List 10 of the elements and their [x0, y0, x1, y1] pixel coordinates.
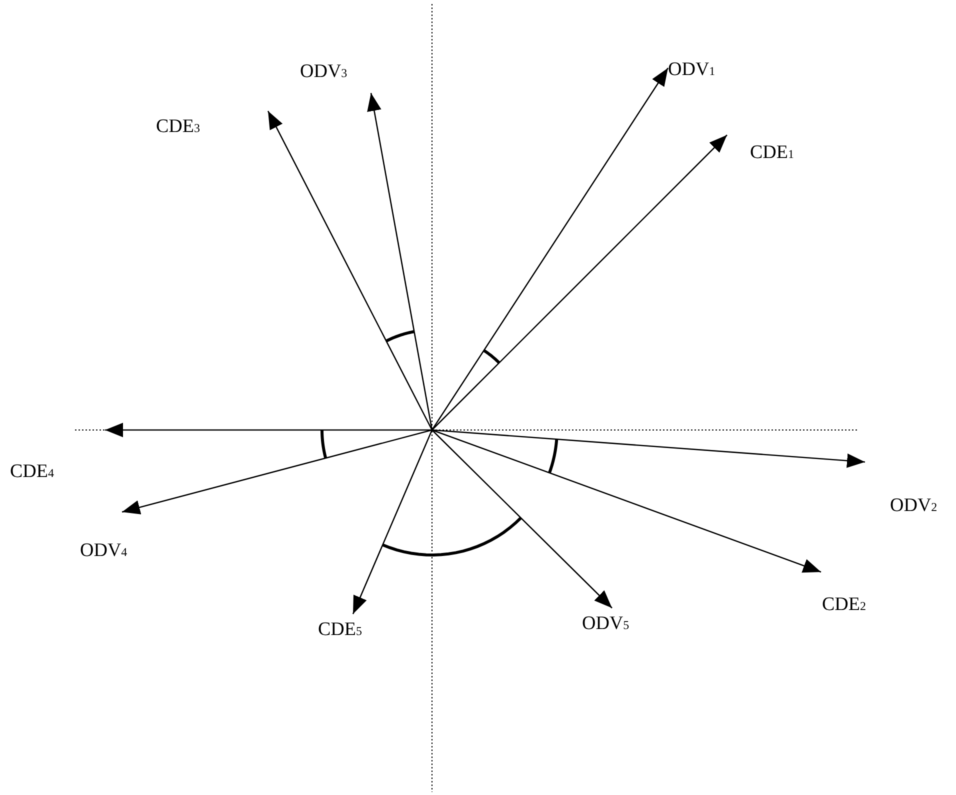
vector-arrow: [432, 134, 728, 430]
vector-arrow: [352, 430, 433, 614]
vector-arrow: [432, 429, 866, 468]
vector-arrow: [432, 430, 612, 608]
vector-arrow: [105, 422, 432, 438]
vector-arrow: [267, 110, 433, 430]
vector-arrow: [432, 429, 822, 573]
vector-arrow: [367, 92, 433, 430]
vector-arrow: [122, 429, 432, 514]
vector-arrow: [431, 68, 669, 430]
